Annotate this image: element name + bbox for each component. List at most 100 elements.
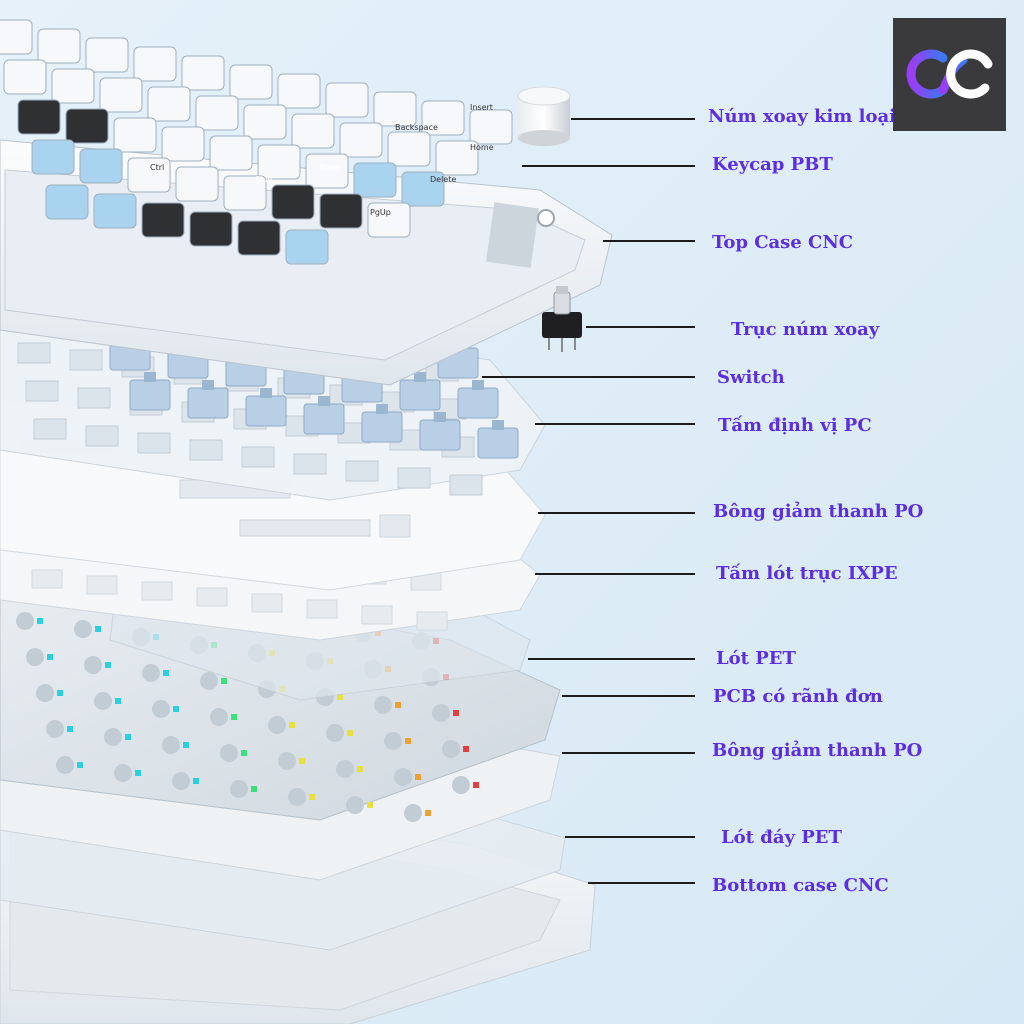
plate-hole: [241, 446, 275, 468]
plate-hole: [293, 453, 327, 475]
pcb-led: [309, 794, 315, 800]
pcb-socket: [384, 732, 402, 750]
label-bong-giam-2: Bông giảm thanh PO: [712, 740, 923, 761]
keycap-top: [99, 197, 131, 219]
pcb-socket: [46, 720, 64, 738]
pcb-led: [251, 786, 257, 792]
metal-knob: [517, 86, 571, 146]
label-keycap: Keycap PBT: [712, 154, 833, 175]
pcb-led: [289, 722, 295, 728]
keycap-top: [345, 126, 377, 148]
keycap-top: [51, 188, 83, 210]
pcb-socket: [84, 656, 102, 674]
leader-bottom-case: [588, 882, 695, 884]
pcb-socket: [326, 724, 344, 742]
keycap-legend: Ctrl: [150, 163, 164, 172]
switch-stem: [376, 404, 388, 414]
switch: [245, 395, 287, 427]
keycap-top: [133, 161, 165, 183]
keycap-top: [235, 68, 267, 90]
plate-hole: [33, 418, 67, 440]
plate-hole: [17, 342, 51, 364]
pcb-led: [231, 714, 237, 720]
pcb-led: [453, 710, 459, 716]
keycap-top: [119, 121, 151, 143]
switch: [361, 411, 403, 443]
keycap-top: [393, 135, 425, 157]
leader-tam-lot-truc: [535, 573, 695, 575]
plate-hole: [449, 474, 483, 496]
pcb-led: [463, 746, 469, 752]
pcb-led: [395, 702, 401, 708]
plate-hole: [137, 432, 171, 454]
pcb-led: [347, 730, 353, 736]
leader-bong-giam-2: [562, 752, 695, 754]
switch-stem: [492, 420, 504, 430]
switch-stem: [318, 396, 330, 406]
pcb-led: [299, 758, 305, 764]
foam-slot: [239, 519, 371, 537]
plate-hole: [25, 380, 59, 402]
pcb-led: [357, 766, 363, 772]
switch-stem: [202, 380, 214, 390]
keycap-top: [359, 166, 391, 188]
oc-logo-icon: [893, 18, 1006, 131]
keycap-top: [263, 148, 295, 170]
keycap-top: [441, 144, 473, 166]
keycap-top: [407, 175, 439, 197]
pcb-socket: [142, 664, 160, 682]
pcb-led: [241, 750, 247, 756]
pcb-led: [163, 670, 169, 676]
keycap-top: [153, 90, 185, 112]
pcb-socket: [114, 764, 132, 782]
keycap-top: [9, 63, 41, 85]
keycap-top: [43, 32, 75, 54]
plate-hole: [69, 349, 103, 371]
pcb-led: [173, 706, 179, 712]
label-pcb: PCB có rãnh đơn: [713, 686, 883, 707]
plate-hole: [189, 439, 223, 461]
keycap-top: [139, 50, 171, 72]
keycap-legend: Backspace: [395, 123, 438, 132]
keycap-top: [311, 157, 343, 179]
leader-num-xoay: [571, 118, 695, 120]
pcb-socket: [288, 788, 306, 806]
keycap-top: [277, 188, 309, 210]
pcb-socket: [16, 612, 34, 630]
label-lot-pet: Lót PET: [716, 648, 796, 669]
pcb-led: [105, 662, 111, 668]
ixpe-hole: [251, 593, 283, 613]
keycap-legend: Delete: [430, 175, 456, 184]
pcb-socket: [74, 620, 92, 638]
pcb-led: [67, 726, 73, 732]
keycap-legend: Shift: [255, 175, 273, 184]
switch: [457, 387, 499, 419]
switch-stem: [472, 380, 484, 390]
pcb-led: [337, 694, 343, 700]
pcb-led: [125, 734, 131, 740]
keycap-top: [37, 143, 69, 165]
pcb-socket: [394, 768, 412, 786]
leader-bong-giam-1: [538, 512, 695, 514]
leader-truc-num-xoay: [586, 326, 695, 328]
switch: [477, 427, 519, 459]
ixpe-hole: [86, 575, 118, 595]
plate-hole: [77, 387, 111, 409]
switch-stem: [144, 372, 156, 382]
keycap-top: [229, 179, 261, 201]
pcb-socket: [346, 796, 364, 814]
pcb-socket: [210, 708, 228, 726]
label-switch: Switch: [717, 367, 785, 388]
pcb-led: [221, 678, 227, 684]
switch-stem: [434, 412, 446, 422]
keycap-top: [373, 206, 405, 228]
keycap-top: [427, 104, 459, 126]
label-num-xoay: Núm xoay kim loại: [708, 106, 896, 127]
leader-tam-dinh-vi: [535, 423, 695, 425]
pcb-socket: [230, 780, 248, 798]
leader-switch: [482, 376, 695, 378]
label-truc-num-xoay: Trục núm xoay: [731, 319, 880, 340]
switch-stem: [260, 388, 272, 398]
ixpe-hole: [141, 581, 173, 601]
